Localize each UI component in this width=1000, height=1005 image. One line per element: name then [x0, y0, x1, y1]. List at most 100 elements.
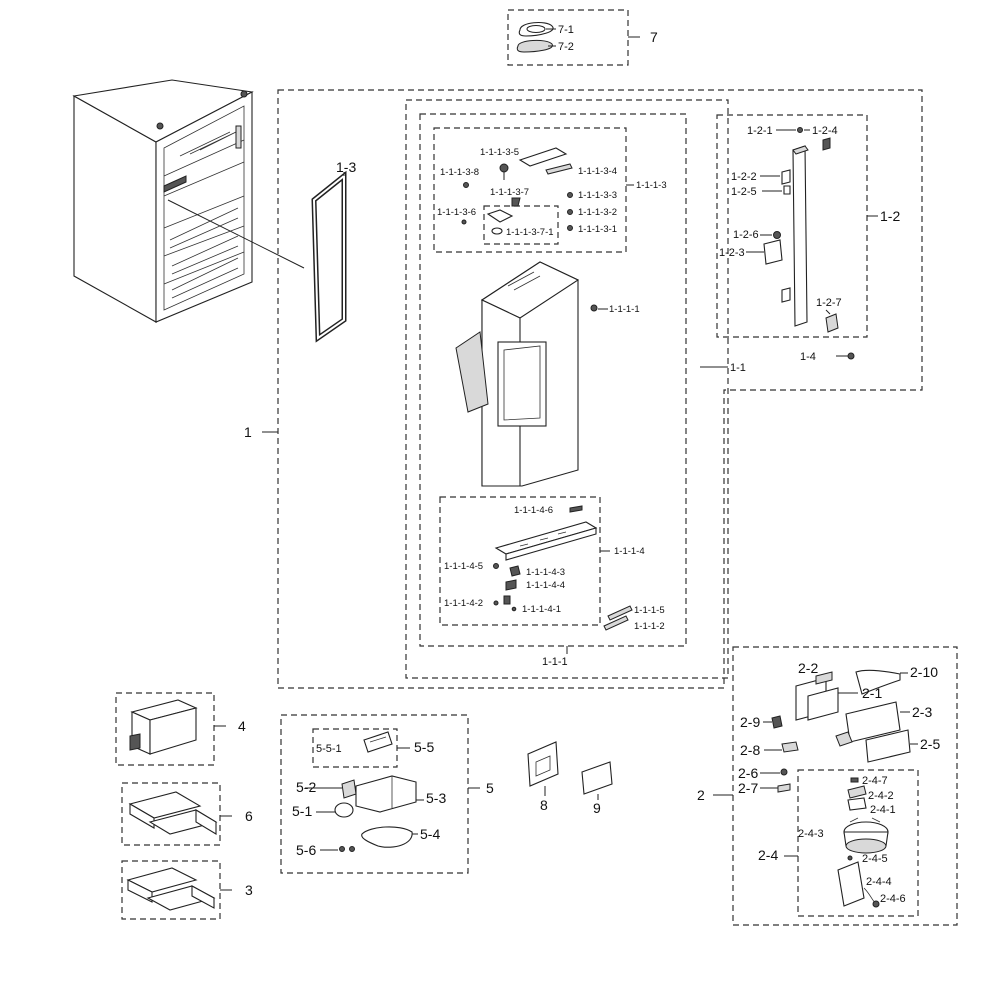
label-2-8: 2-8	[740, 742, 760, 758]
box-1-1	[405, 99, 729, 679]
label-1-2-1: 1-2-1	[747, 125, 773, 137]
water-parts-5	[334, 731, 417, 852]
label-2-3: 2-3	[912, 704, 932, 720]
box-1-1-1-3	[433, 127, 627, 253]
label-7-2: 7-2	[558, 41, 574, 53]
label-1-1-1-3-3: 1-1-1-3-3	[578, 190, 617, 201]
label-1-1-1-4-5: 1-1-1-4-5	[444, 561, 483, 572]
box-7	[507, 9, 629, 66]
label-8: 8	[540, 797, 548, 813]
small-leaders	[305, 129, 831, 851]
door-gasket-1-3	[311, 170, 347, 343]
label-1-1-1-3-1: 1-1-1-3-1	[578, 224, 617, 235]
label-1-1-1-3-6: 1-1-1-3-6	[437, 207, 476, 218]
label-1-1-1-3-5: 1-1-1-3-5	[480, 147, 519, 158]
label-1-1-1-2: 1-1-1-2	[634, 621, 665, 632]
label-1-1: 1-1	[730, 362, 746, 374]
label-1-1-1-3-2: 1-1-1-3-2	[578, 207, 617, 218]
ice-route-2-4	[837, 777, 889, 908]
label-1-2: 1-2	[880, 208, 900, 224]
label-7-1: 7-1	[558, 24, 574, 36]
door-guard-3	[126, 867, 216, 911]
label-2-5: 2-5	[920, 736, 940, 752]
box-1-1-1	[419, 113, 687, 647]
label-1-2-3: 1-2-3	[719, 247, 745, 259]
refrigerator-cabinet	[72, 79, 305, 323]
ice-maker-parts-2	[771, 669, 911, 793]
label-1-2-5: 1-2-5	[731, 186, 757, 198]
box-1-2	[716, 114, 868, 338]
box-1-1-1-4	[439, 496, 601, 626]
label-1-1-1-1: 1-1-1-1	[609, 304, 640, 315]
cap-parts-7	[516, 21, 554, 53]
label-1-1-1-3-4: 1-1-1-3-4	[578, 166, 617, 177]
label-1-2-2: 1-2-2	[731, 171, 757, 183]
label-1-1-1-4-1: 1-1-1-4-1	[522, 604, 561, 615]
label-9: 9	[593, 800, 601, 816]
label-1-1-1-3-7: 1-1-1-3-7	[490, 187, 529, 198]
label-6: 6	[245, 808, 253, 824]
label-4: 4	[238, 718, 246, 734]
label-2-1: 2-1	[862, 685, 882, 701]
part-labels: 7 7-1 7-2 1 1-3 1-1 1-1-1 1-1-1-1 1-1-1-…	[238, 24, 940, 905]
label-1-1-1: 1-1-1	[542, 656, 568, 668]
hinge-rail-1-2	[763, 127, 855, 360]
leader-lines	[214, 28, 918, 891]
label-7: 7	[650, 29, 658, 45]
label-2-6: 2-6	[738, 765, 758, 781]
box-1	[277, 89, 923, 689]
label-2-4-2: 2-4-2	[868, 790, 894, 802]
label-1-1-1-3: 1-1-1-3	[636, 180, 667, 191]
label-1-1-1-4: 1-1-1-4	[614, 546, 645, 557]
label-5-4: 5-4	[420, 826, 440, 842]
door-panel	[455, 261, 608, 487]
label-1-2-6: 1-2-6	[733, 229, 759, 241]
box-2	[732, 646, 958, 926]
label-1-3: 1-3	[336, 159, 356, 175]
label-2-4: 2-4	[758, 847, 778, 863]
label-2-4-3: 2-4-3	[798, 828, 824, 840]
cover-9	[581, 761, 613, 795]
box-4	[115, 692, 215, 766]
label-1-1-1-4-2: 1-1-1-4-2	[444, 598, 483, 609]
label-1-1-1-3-8: 1-1-1-3-8	[440, 167, 479, 178]
label-5-2: 5-2	[296, 779, 316, 795]
label-2-9: 2-9	[740, 714, 760, 730]
cover-8	[527, 741, 559, 787]
label-2-4-7: 2-4-7	[862, 775, 888, 787]
label-2-4-5: 2-4-5	[862, 853, 888, 865]
label-1-4: 1-4	[800, 351, 816, 363]
label-5-5: 5-5	[414, 739, 434, 755]
dispenser-parts-1-1-1-3	[461, 147, 573, 235]
label-1: 1	[244, 424, 252, 440]
door-guard-6	[128, 791, 218, 835]
box-5	[280, 714, 469, 874]
label-2: 2	[697, 787, 705, 803]
label-5-6: 5-6	[296, 842, 316, 858]
box-3	[121, 860, 221, 920]
label-1-1-1-5: 1-1-1-5	[634, 605, 665, 616]
label-1-1-1-3-7-1: 1-1-1-3-7-1	[506, 227, 554, 238]
label-3: 3	[245, 882, 253, 898]
label-1-1-1-4-4: 1-1-1-4-4	[526, 580, 565, 591]
label-2-10: 2-10	[910, 664, 938, 680]
label-1-1-1-4-6: 1-1-1-4-6	[514, 505, 553, 516]
label-2-4-4: 2-4-4	[866, 876, 892, 888]
door-bin-4	[129, 699, 198, 755]
label-5-5-1: 5-5-1	[316, 743, 342, 755]
label-2-2: 2-2	[798, 660, 818, 676]
label-1-1-1-4-3: 1-1-1-4-3	[526, 567, 565, 578]
dispenser-cover-1-1-1-4	[493, 505, 633, 631]
box-1-1-1-3-7	[483, 205, 559, 245]
label-1-2-7: 1-2-7	[816, 297, 842, 309]
label-2-4-1: 2-4-1	[870, 804, 896, 816]
label-5: 5	[486, 780, 494, 796]
label-2-7: 2-7	[738, 780, 758, 796]
label-5-3: 5-3	[426, 790, 446, 806]
box-2-4	[797, 769, 919, 917]
label-2-4-6: 2-4-6	[880, 893, 906, 905]
label-5-1: 5-1	[292, 803, 312, 819]
label-1-2-4: 1-2-4	[812, 125, 838, 137]
